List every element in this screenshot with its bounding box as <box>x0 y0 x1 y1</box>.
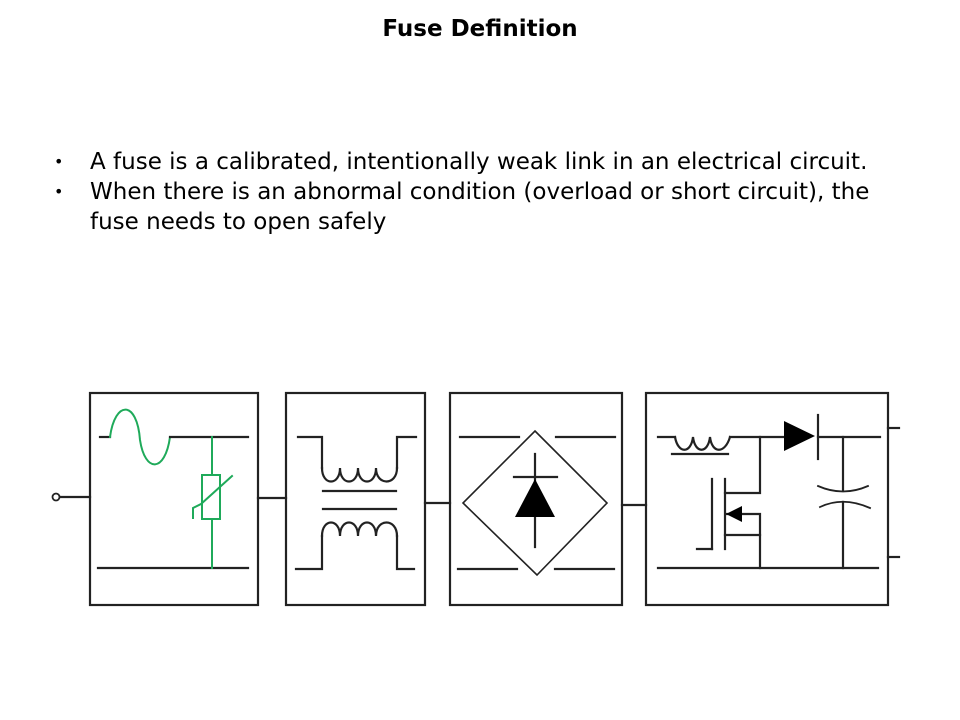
inductor-icon <box>673 435 732 451</box>
mosfet-icon <box>695 477 762 570</box>
diode-icon <box>515 479 555 517</box>
diode-icon <box>784 413 820 461</box>
block-frame <box>88 391 260 607</box>
input-terminal <box>51 492 92 502</box>
varistor-icon <box>192 436 234 569</box>
bullet-list: • A fuse is a calibrated, intentionally … <box>50 147 920 237</box>
slide-title: Fuse Definition <box>382 16 578 42</box>
ac-source-icon <box>108 408 172 466</box>
bridge-rectifier-icon <box>461 429 609 577</box>
bullet-text: A fuse is a calibrated, intentionally we… <box>90 149 868 175</box>
block-rectifier <box>448 391 624 607</box>
transformer-icon <box>294 435 418 571</box>
block-boost-converter <box>644 391 890 607</box>
block-transformer <box>284 391 427 607</box>
bullet-item: • When there is an abnormal condition (o… <box>50 177 920 237</box>
block-frame <box>448 391 624 607</box>
block-input-filter <box>88 391 260 607</box>
bullet-item: • A fuse is a calibrated, intentionally … <box>50 147 920 177</box>
bullet-icon: • <box>54 152 64 171</box>
bullet-text: When there is an abnormal condition (ove… <box>90 179 870 235</box>
bullet-icon: • <box>54 182 64 201</box>
block-frame <box>284 391 427 607</box>
terminal-icon <box>51 492 61 502</box>
wire <box>723 435 762 495</box>
block-frame <box>644 391 890 607</box>
